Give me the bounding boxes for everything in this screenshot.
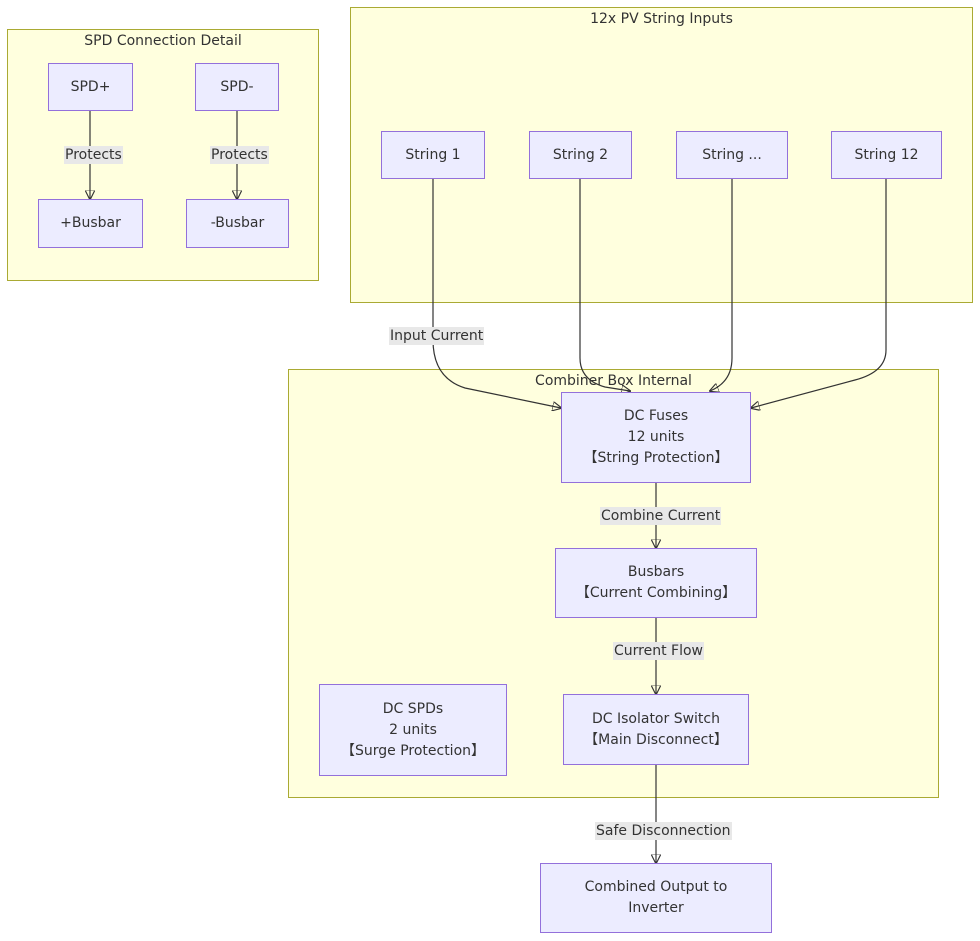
node-busbars: Busbars 【Current Combining】 [555, 548, 757, 618]
edge-label-current-flow: Current Flow [613, 642, 704, 660]
node-isolator-line-1: DC Isolator Switch [591, 710, 720, 727]
node-minus-busbar: -Busbar [186, 199, 289, 248]
cluster-title-combiner-box-internal: Combiner Box Internal [535, 373, 692, 389]
node-spd-minus-label: SPD- [220, 78, 254, 95]
edge-label-safe-disconnection: Safe Disconnection [595, 822, 732, 840]
node-dc-fuses-line-3: 【String Protection】 [583, 450, 729, 466]
node-string-2: String 2 [529, 131, 632, 179]
node-dc-spds-line-3: 【Surge Protection】 [340, 742, 486, 759]
node-isolator-line-2: 【Main Disconnect】 [584, 731, 728, 748]
node-output-line-1: Combined Output to [584, 879, 728, 895]
edge-string12-to-fuses [751, 179, 887, 408]
node-dc-spds: DC SPDs 2 units 【Surge Protection】 [319, 684, 507, 776]
node-spd-plus-label: SPD+ [70, 78, 111, 95]
node-busbars-line-2: 【Current Combining】 [575, 585, 737, 601]
node-busbars-line-1: Busbars [627, 564, 685, 580]
edge-string2-to-fuses [579, 179, 630, 391]
edge-string-more-to-fuses [710, 179, 733, 391]
node-string-more: String ... [676, 131, 788, 179]
node-string-1: String 1 [381, 131, 485, 179]
edge-label-protects-plus: Protects [64, 146, 123, 164]
edge-label-combine-current: Combine Current [600, 507, 722, 525]
edge-label-protects-minus: Protects [210, 146, 269, 164]
node-spd-minus: SPD- [195, 63, 279, 111]
node-dc-spds-line-2: 2 units [389, 721, 437, 738]
cluster-title-spd-connection-detail: SPD Connection Detail [84, 33, 242, 49]
node-string-1-label: String 1 [405, 146, 461, 163]
node-string-12-label: String 12 [854, 146, 919, 163]
node-dc-isolator-switch: DC Isolator Switch 【Main Disconnect】 [563, 694, 749, 765]
node-string-12: String 12 [831, 131, 942, 179]
node-dc-spds-line-1: DC SPDs [382, 700, 444, 717]
node-string-more-label: String ... [702, 146, 762, 163]
node-dc-fuses-line-1: DC Fuses [623, 408, 689, 424]
edge-string1-to-fuses [432, 179, 561, 408]
node-combined-output: Combined Output to Inverter [540, 863, 772, 933]
node-string-2-label: String 2 [552, 146, 609, 163]
node-dc-fuses-line-2: 12 units [627, 429, 685, 445]
edge-label-input-current: Input Current [389, 327, 485, 345]
node-plus-busbar-label: +Busbar [60, 215, 121, 231]
node-spd-plus: SPD+ [48, 63, 133, 111]
cluster-title-pv-string-inputs: 12x PV String Inputs [590, 11, 733, 27]
node-dc-fuses: DC Fuses 12 units 【String Protection】 [561, 392, 751, 483]
node-plus-busbar: +Busbar [38, 199, 143, 248]
node-minus-busbar-label: -Busbar [210, 215, 265, 231]
node-output-line-2: Inverter [628, 900, 684, 916]
